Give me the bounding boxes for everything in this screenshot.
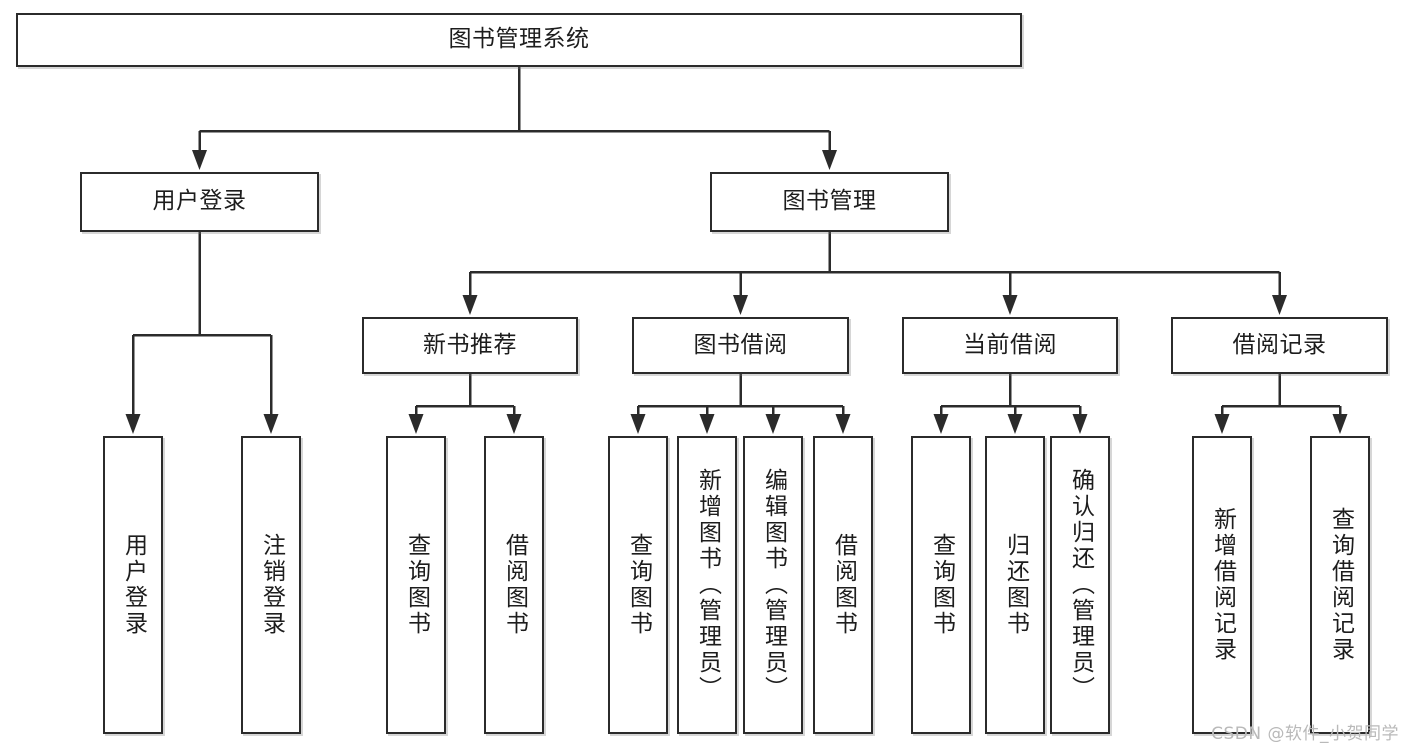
node-leaf-cb-confirm[interactable]: 确认归还（管理员）	[1050, 436, 1110, 734]
node-label: 新增借阅记录	[1209, 507, 1236, 663]
node-label: 查询图书	[625, 533, 652, 637]
node-leaf-user-logout[interactable]: 注销登录	[241, 436, 301, 734]
node-label: 新书推荐	[423, 331, 517, 358]
node-label: 查询图书	[928, 533, 955, 637]
node-leaf-br-add[interactable]: 新增借阅记录	[1192, 436, 1252, 734]
node-leaf-rec-borrow[interactable]: 借阅图书	[484, 436, 544, 734]
node-label: 确认归还（管理员）	[1067, 468, 1094, 702]
node-leaf-bb-borrow[interactable]: 借阅图书	[813, 436, 873, 734]
node-user-login[interactable]: 用户登录	[80, 172, 319, 232]
node-label: 编辑图书（管理员）	[760, 468, 787, 702]
node-label: 图书管理系统	[448, 26, 590, 53]
node-leaf-bb-query[interactable]: 查询图书	[608, 436, 668, 734]
node-leaf-br-query[interactable]: 查询借阅记录	[1310, 436, 1370, 734]
node-label: 用户登录	[152, 188, 247, 215]
node-leaf-cb-return[interactable]: 归还图书	[985, 436, 1045, 734]
node-label: 图书管理	[782, 188, 877, 215]
node-label: 归还图书	[1002, 533, 1029, 637]
node-leaf-cb-query[interactable]: 查询图书	[911, 436, 971, 734]
node-leaf-bb-edit[interactable]: 编辑图书（管理员）	[743, 436, 803, 734]
node-label: 当前借阅	[963, 331, 1057, 358]
node-current-borrow[interactable]: 当前借阅	[902, 317, 1118, 374]
node-new-book-rec[interactable]: 新书推荐	[362, 317, 578, 374]
node-borrow-record[interactable]: 借阅记录	[1171, 317, 1388, 374]
node-label: 新增图书（管理员）	[694, 468, 721, 702]
node-label: 图书借阅	[693, 331, 788, 358]
node-label: 查询借阅记录	[1327, 507, 1354, 663]
node-label: 借阅图书	[501, 533, 528, 637]
node-label: 借阅记录	[1232, 331, 1327, 358]
node-label: 注销登录	[258, 533, 285, 637]
node-label: 用户登录	[120, 533, 147, 637]
node-leaf-user-login[interactable]: 用户登录	[103, 436, 163, 734]
node-root[interactable]: 图书管理系统	[16, 13, 1022, 67]
node-leaf-rec-query[interactable]: 查询图书	[386, 436, 446, 734]
node-label: 借阅图书	[830, 533, 857, 637]
node-label: 查询图书	[403, 533, 430, 637]
node-book-manage[interactable]: 图书管理	[710, 172, 949, 232]
node-leaf-bb-add[interactable]: 新增图书（管理员）	[677, 436, 737, 734]
node-book-borrow[interactable]: 图书借阅	[632, 317, 849, 374]
